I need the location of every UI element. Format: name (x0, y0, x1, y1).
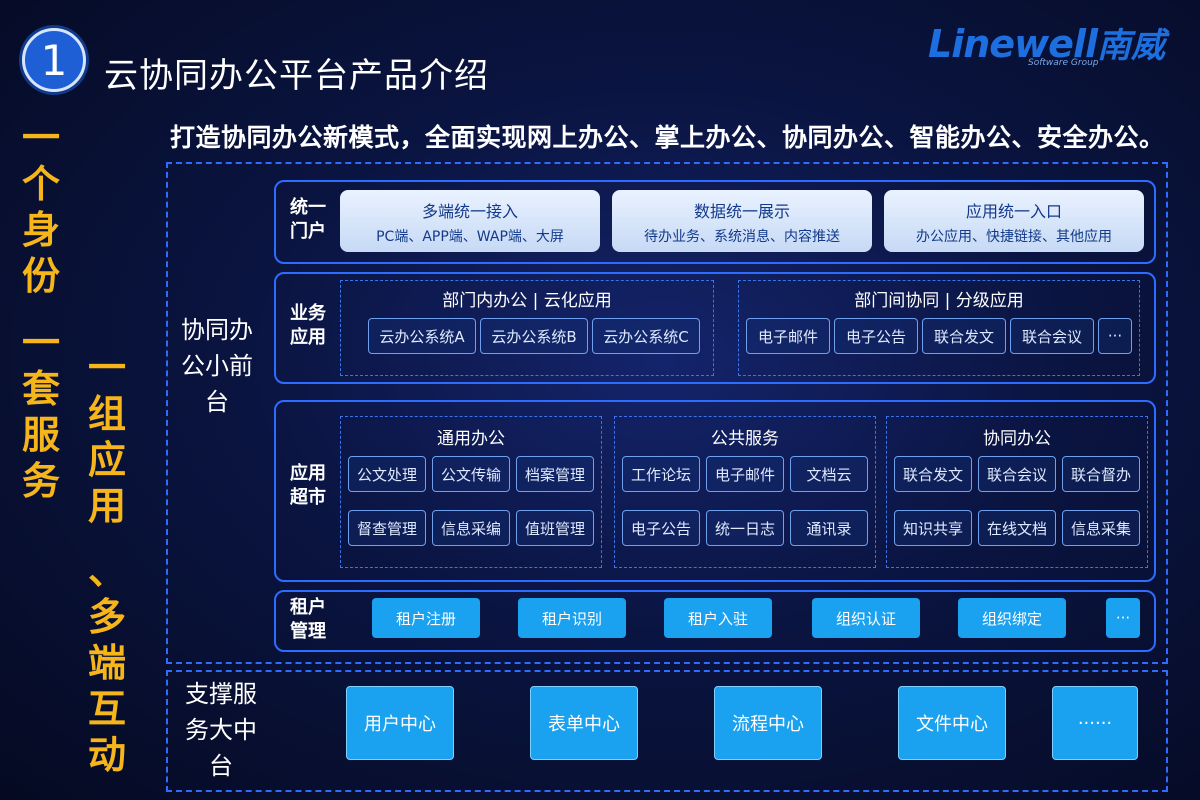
market-item[interactable]: 电子邮件 (706, 456, 784, 492)
front-platform-label: 协同办公小前台 (172, 312, 262, 420)
market-group-collab (886, 416, 1148, 568)
portal-row-label-text: 统一门户 (290, 197, 326, 242)
logo-brand: Linewell (928, 22, 1098, 66)
section-number: 1 (40, 35, 68, 85)
market-item[interactable]: 公文传输 (432, 456, 510, 492)
market-item[interactable]: 联合会议 (978, 456, 1056, 492)
portal-card-sub: 办公应用、快捷链接、其他应用 (916, 229, 1112, 245)
support-center-user[interactable]: 用户中心 (346, 686, 454, 760)
support-center-more[interactable]: ······ (1052, 686, 1138, 760)
business-item[interactable]: 云办公系统B (480, 318, 588, 354)
page-subtitle: 打造协同办公新模式，全面实现网上办公、掌上办公、协同办公、智能办公、安全办公。 (170, 123, 1165, 152)
portal-card-entry[interactable]: 应用统一入口 办公应用、快捷链接、其他应用 (884, 190, 1144, 252)
portal-card-sub: 待办业务、系统消息、内容推送 (644, 229, 840, 245)
support-platform-label-text: 支撑服务大中台 (185, 680, 257, 780)
logo-subtext: Software Group (1028, 58, 1099, 68)
market-item[interactable]: 信息采编 (432, 510, 510, 546)
business-item[interactable]: 云办公系统C (592, 318, 700, 354)
support-center-process[interactable]: 流程中心 (714, 686, 822, 760)
business-row-label-text: 业务应用 (290, 303, 326, 348)
portal-card-title: 数据统一展示 (693, 202, 790, 221)
tenant-item[interactable]: 租户入驻 (664, 598, 772, 638)
market-item[interactable]: 联合发文 (894, 456, 972, 492)
portal-card-title: 应用统一入口 (965, 202, 1062, 221)
business-item[interactable]: 电子公告 (834, 318, 918, 354)
page-title: 云协同办公平台产品介绍 (104, 56, 489, 96)
market-item[interactable]: 知识共享 (894, 510, 972, 546)
portal-row-label: 统一门户 (280, 196, 336, 244)
slogan-one-app-set: 一组应用 (87, 346, 126, 528)
portal-card-title: 多端统一接入 (421, 202, 518, 221)
business-row-label: 业务应用 (280, 302, 336, 350)
portal-card-display[interactable]: 数据统一展示 待办业务、系统消息、内容推送 (612, 190, 872, 252)
market-group-public (614, 416, 876, 568)
portal-row (274, 180, 1156, 264)
support-platform-label: 支撑服务大中台 (176, 676, 266, 784)
business-item-more[interactable]: ··· (1098, 318, 1132, 354)
business-group-internal (340, 280, 714, 376)
logo-brand-cn: 南威 (1097, 26, 1165, 66)
front-platform-frame (166, 162, 1168, 664)
support-platform-frame (166, 670, 1168, 792)
tenant-item-more[interactable]: ··· (1106, 598, 1140, 638)
support-center-form[interactable]: 表单中心 (530, 686, 638, 760)
slogan-multi-device: 、多端互动 (87, 549, 126, 777)
market-item[interactable]: 通讯录 (790, 510, 868, 546)
portal-card-sub: PC端、APP端、WAP端、大屏 (376, 229, 564, 245)
market-group-title: 公共服务 (711, 429, 779, 449)
market-item[interactable]: 信息采集 (1062, 510, 1140, 546)
portal-card-access[interactable]: 多端统一接入 PC端、APP端、WAP端、大屏 (340, 190, 600, 252)
support-center-file[interactable]: 文件中心 (898, 686, 1006, 760)
app-market-row-label: 应用超市 (280, 462, 336, 510)
front-platform-label-text: 协同办公小前台 (181, 316, 253, 416)
business-row (274, 272, 1156, 384)
app-market-row-label-text: 应用超市 (290, 463, 326, 508)
market-item[interactable]: 督查管理 (348, 510, 426, 546)
business-item[interactable]: 云办公系统A (368, 318, 476, 354)
market-group-general (340, 416, 602, 568)
business-item[interactable]: 电子邮件 (746, 318, 830, 354)
business-group-title: 部门内办公 | 云化应用 (442, 291, 612, 311)
market-item[interactable]: 文档云 (790, 456, 868, 492)
tenant-row (274, 590, 1156, 652)
market-item[interactable]: 公文处理 (348, 456, 426, 492)
tenant-item[interactable]: 组织绑定 (958, 598, 1066, 638)
tenant-row-label: 租户管理 (280, 596, 336, 644)
business-item[interactable]: 联合发文 (922, 318, 1006, 354)
market-item[interactable]: 档案管理 (516, 456, 594, 492)
market-item[interactable]: 统一日志 (706, 510, 784, 546)
market-item[interactable]: 电子公告 (622, 510, 700, 546)
business-group-cross (738, 280, 1140, 376)
section-number-badge: 1 (22, 28, 86, 92)
market-group-title: 通用办公 (437, 429, 505, 449)
brand-logo: Linewell南威 Software Group (928, 18, 1188, 68)
slogan-one-service: 一套服务 (21, 321, 60, 503)
market-item[interactable]: 在线文档 (978, 510, 1056, 546)
slogan-one-identity: 一个身份 (21, 116, 60, 298)
business-group-title: 部门间协同 | 分级应用 (854, 291, 1024, 311)
tenant-item[interactable]: 租户注册 (372, 598, 480, 638)
tenant-item[interactable]: 租户识别 (518, 598, 626, 638)
market-item[interactable]: 联合督办 (1062, 456, 1140, 492)
market-group-title: 协同办公 (983, 429, 1051, 449)
tenant-row-label-text: 租户管理 (290, 597, 326, 642)
market-item[interactable]: 工作论坛 (622, 456, 700, 492)
market-item[interactable]: 值班管理 (516, 510, 594, 546)
app-market-row (274, 400, 1156, 582)
business-item[interactable]: 联合会议 (1010, 318, 1094, 354)
tenant-item[interactable]: 组织认证 (812, 598, 920, 638)
